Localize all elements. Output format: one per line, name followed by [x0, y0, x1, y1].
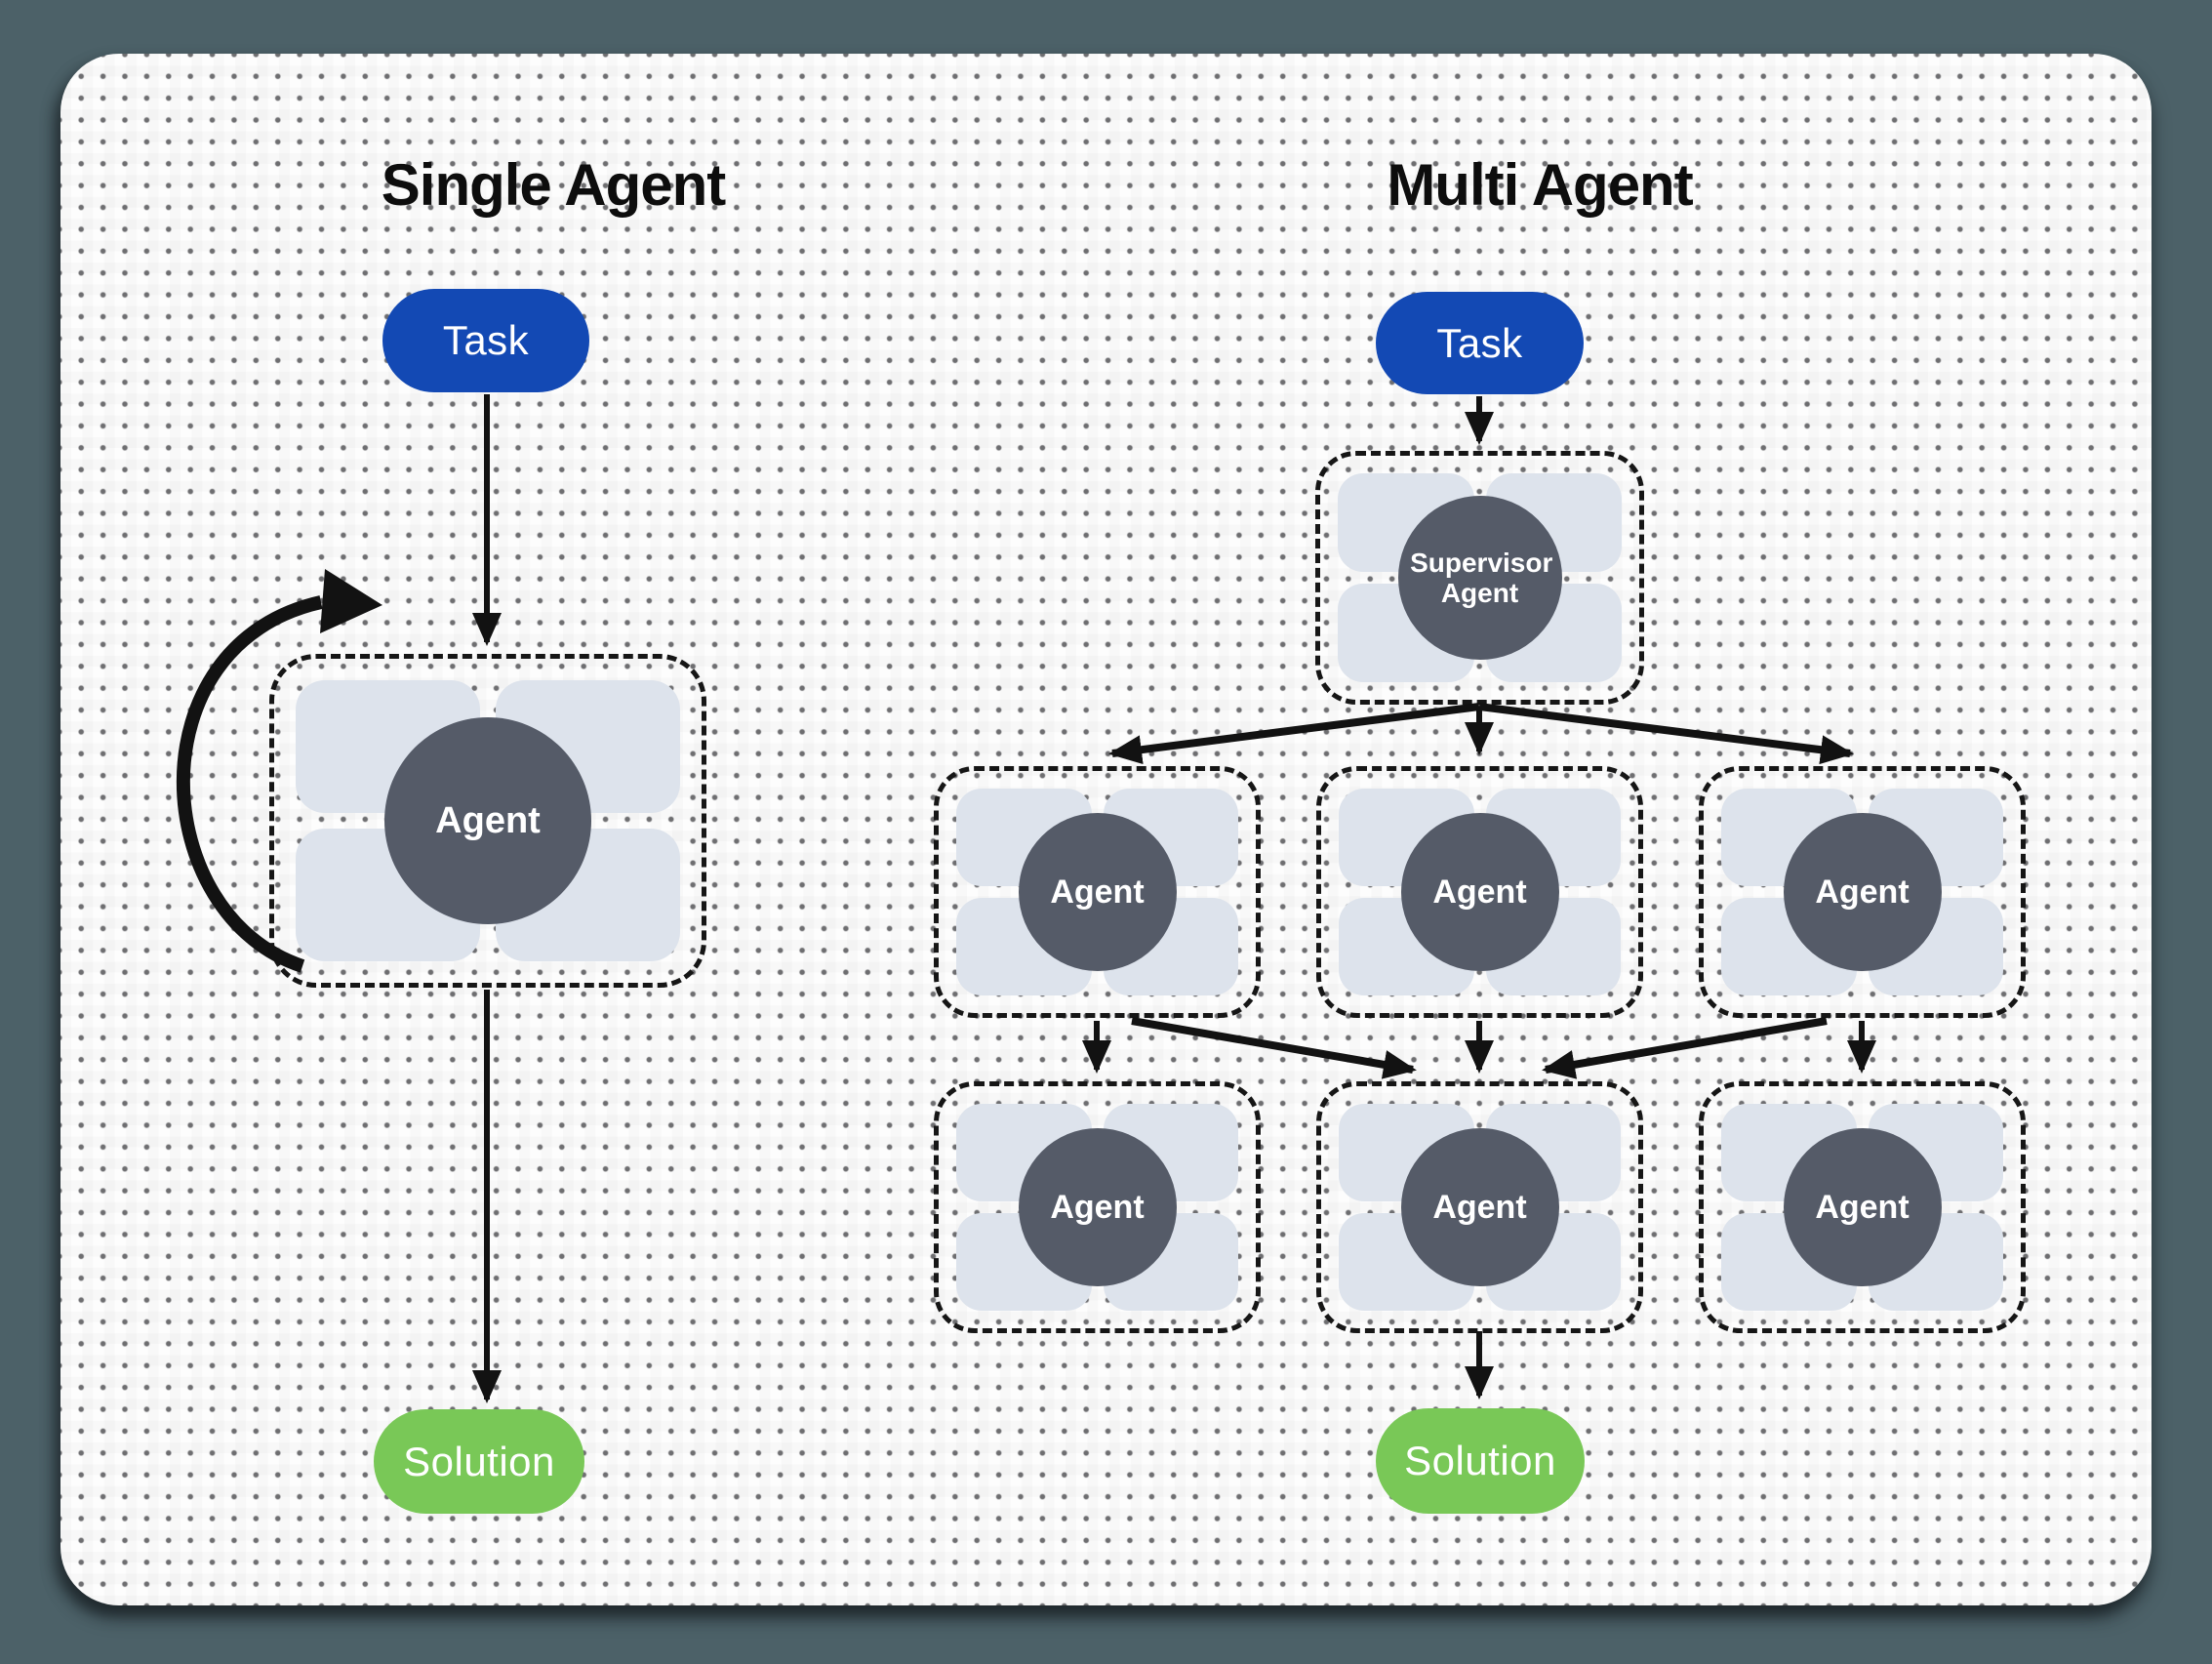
worker-agent-label: Agent: [1432, 1188, 1527, 1226]
multi-task-label: Task: [1436, 319, 1523, 366]
multi-task-pill: Task: [1376, 292, 1584, 394]
single-agent-title: Single Agent: [381, 152, 726, 218]
supervisor-agent-box: Supervisor Agent: [1315, 451, 1644, 705]
worker-agent-label: Agent: [1050, 1188, 1145, 1226]
single-task-pill: Task: [382, 289, 589, 392]
worker-agent-circle: Agent: [1018, 1128, 1177, 1286]
worker-agent-circle: Agent: [1783, 1128, 1942, 1286]
worker-agent-label: Agent: [1815, 1188, 1910, 1226]
worker-agent-box-row2-2: Agent: [1316, 1081, 1643, 1333]
supervisor-agent-circle: Supervisor Agent: [1397, 496, 1562, 660]
single-agent-label: Agent: [435, 799, 541, 841]
supervisor-agent-label: Supervisor Agent: [1410, 547, 1553, 608]
single-solution-label: Solution: [403, 1438, 555, 1484]
worker-agent-circle: Agent: [1018, 813, 1177, 971]
worker-agent-box-row1-2: Agent: [1316, 766, 1643, 1018]
worker-agent-box-row2-3: Agent: [1699, 1081, 2026, 1333]
worker-agent-label: Agent: [1432, 873, 1527, 911]
worker-agent-circle: Agent: [1400, 1128, 1559, 1286]
multi-solution-pill: Solution: [1376, 1408, 1585, 1514]
worker-agent-circle: Agent: [1400, 813, 1559, 971]
multi-solution-label: Solution: [1404, 1438, 1556, 1483]
diagram-card: Single Agent Multi Agent Task Agent Solu…: [60, 54, 2152, 1605]
worker-agent-circle: Agent: [1783, 813, 1942, 971]
single-solution-pill: Solution: [374, 1409, 584, 1514]
worker-agent-box-row2-1: Agent: [934, 1081, 1261, 1333]
worker-agent-label: Agent: [1815, 873, 1910, 911]
worker-agent-box-row1-1: Agent: [934, 766, 1261, 1018]
single-agent-box: Agent: [269, 654, 706, 988]
worker-agent-box-row1-3: Agent: [1699, 766, 2026, 1018]
worker-agent-label: Agent: [1050, 873, 1145, 911]
multi-agent-title: Multi Agent: [1387, 152, 1693, 218]
single-agent-circle: Agent: [384, 717, 591, 924]
single-task-label: Task: [442, 317, 530, 363]
